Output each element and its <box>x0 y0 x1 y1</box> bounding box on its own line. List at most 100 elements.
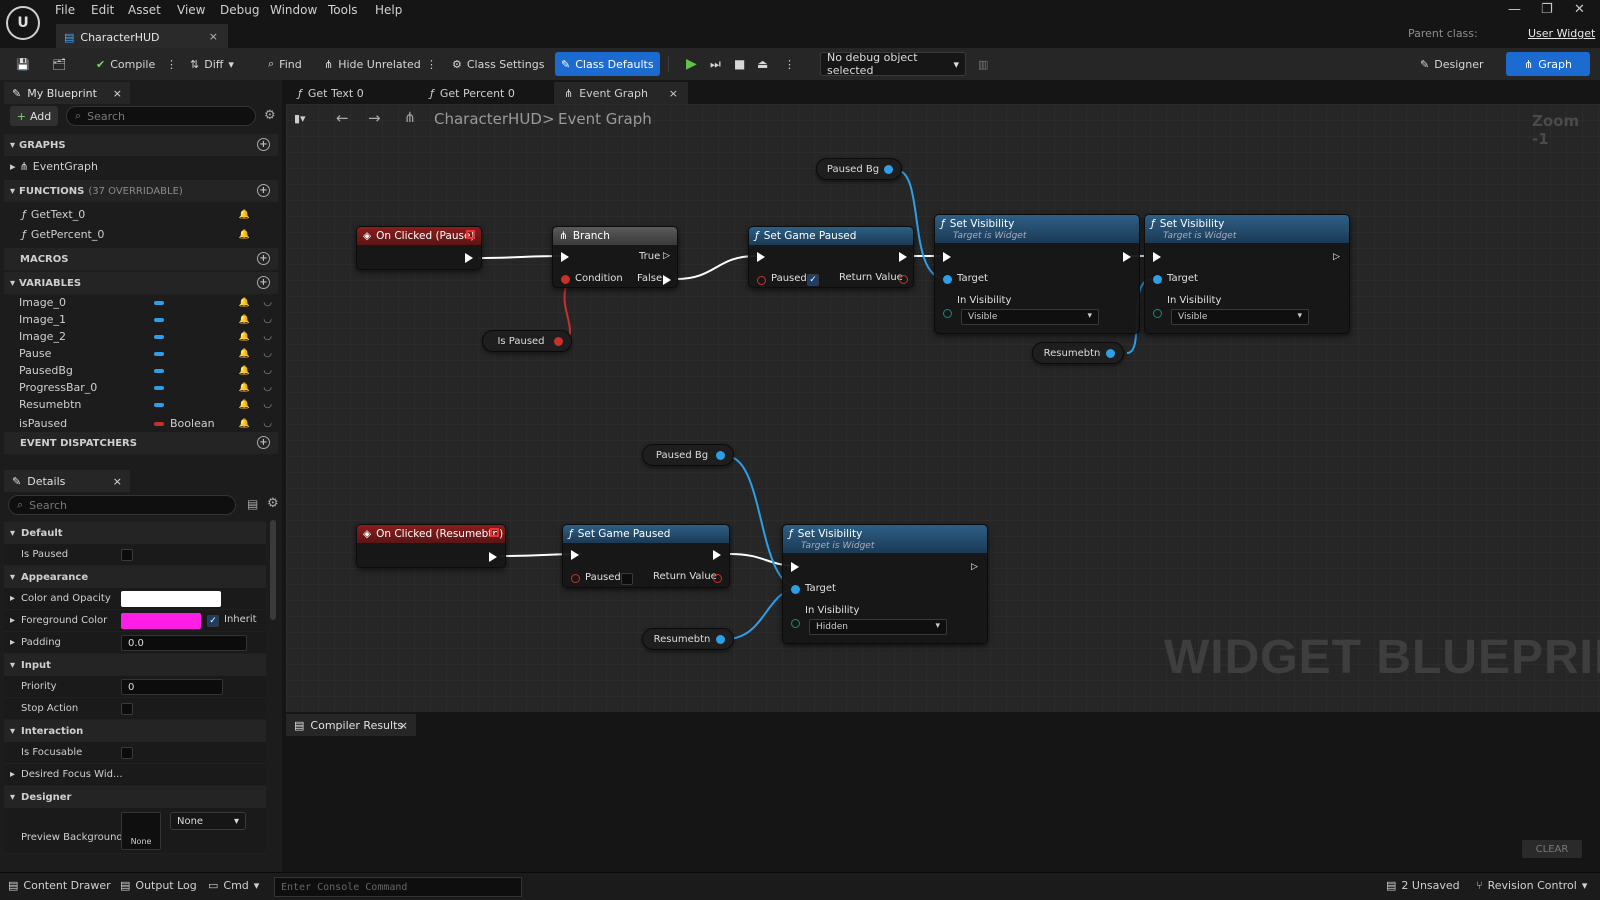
exec-output-true-pin[interactable]: ▷ <box>663 251 670 261</box>
add-macro-icon[interactable]: + <box>257 252 270 265</box>
eye-icon[interactable]: ◡ <box>263 418 272 429</box>
step-icon[interactable]: ⏭ <box>710 56 721 71</box>
exec-output-pin[interactable] <box>899 252 907 262</box>
exec-input-pin[interactable] <box>757 252 765 262</box>
stop-icon[interactable]: ■ <box>734 57 746 71</box>
object-pin[interactable] <box>1106 349 1115 358</box>
eye-icon[interactable]: ◡ <box>263 382 272 393</box>
content-drawer-button[interactable]: ▤ Content Drawer <box>8 879 111 892</box>
target-pin[interactable] <box>1153 275 1162 284</box>
play-options-icon[interactable]: ⋮ <box>784 57 795 71</box>
variable-item[interactable]: PausedBg 🔔 ◡ <box>19 364 272 377</box>
add-function-icon[interactable]: + <box>257 184 270 197</box>
variable-item[interactable]: Image_2 🔔 ◡ <box>19 330 272 343</box>
is-paused-checkbox[interactable] <box>121 549 133 561</box>
compiler-results-tab[interactable]: ▤ Compiler Results × <box>286 714 416 736</box>
unreal-logo-icon[interactable]: U <box>6 6 40 40</box>
in-visibility-dropdown[interactable]: Visible ▾ <box>1171 309 1309 325</box>
in-visibility-pin[interactable] <box>1153 309 1162 318</box>
foreground-color-swatch[interactable] <box>121 613 201 629</box>
close-window-icon[interactable]: ✕ <box>1574 2 1585 17</box>
set-visibility-node-3[interactable]: ƒ Set Visibility Target is Widget ▷ Targ… <box>782 524 988 644</box>
menu-file[interactable]: File <box>55 3 76 17</box>
bookmark-icon[interactable]: ▮▾ <box>294 112 306 125</box>
paused-bg-getter-node[interactable]: Paused Bg <box>642 444 734 466</box>
in-visibility-dropdown[interactable]: Visible ▾ <box>961 309 1099 325</box>
revision-control-button[interactable]: ⑂ Revision Control ▾ <box>1476 879 1588 892</box>
exec-output-pin[interactable] <box>713 550 721 560</box>
class-defaults-button[interactable]: ✎ Class Defaults <box>555 52 660 76</box>
minimize-icon[interactable]: — <box>1508 2 1521 17</box>
forward-arrow-icon[interactable]: → <box>368 109 381 127</box>
exec-output-pin[interactable] <box>465 253 473 263</box>
function-item[interactable]: ƒ GetPercent_0 🔔 <box>22 228 250 241</box>
graph-item-eventgraph[interactable]: ▸ ⋔ EventGraph <box>10 160 99 173</box>
debug-filter-icon[interactable]: ▥ <box>978 57 989 71</box>
details-search-input[interactable]: ⌕ Search <box>8 495 236 515</box>
add-variable-icon[interactable]: + <box>257 276 270 289</box>
my-blueprint-tab[interactable]: ✎ My Blueprint × <box>4 82 130 104</box>
debug-object-dropdown[interactable]: No debug object selected ▾ <box>820 51 966 77</box>
resumebtn-getter-node[interactable]: Resumebtn <box>642 628 734 650</box>
function-item[interactable]: ƒ GetText_0 🔔 <box>22 208 250 221</box>
details-section-designer[interactable]: ▾ Designer <box>4 786 266 808</box>
exec-output-pin[interactable] <box>1123 252 1131 262</box>
eye-icon[interactable]: ◡ <box>263 399 272 410</box>
paused-pin[interactable] <box>757 276 766 285</box>
preview-background-dropdown[interactable]: None ▾ <box>170 812 246 830</box>
class-settings-button[interactable]: ⚙ Class Settings <box>452 57 545 71</box>
condition-pin[interactable] <box>561 275 570 284</box>
bool-pin[interactable] <box>554 337 563 346</box>
target-pin[interactable] <box>943 275 952 284</box>
output-log-button[interactable]: ▤ Output Log <box>120 879 197 892</box>
exec-input-pin[interactable] <box>571 550 579 560</box>
in-visibility-pin[interactable] <box>791 619 800 628</box>
padding-input[interactable]: 0.0 <box>121 635 247 651</box>
event-dispatchers-section[interactable]: EVENT DISPATCHERS + <box>4 432 278 454</box>
menu-edit[interactable]: Edit <box>91 3 115 17</box>
set-visibility-node-1[interactable]: ƒ Set Visibility Target is Widget Target… <box>934 214 1140 334</box>
details-section-interaction[interactable]: ▾ Interaction <box>4 720 266 742</box>
clear-button[interactable]: CLEAR <box>1522 840 1582 858</box>
preview-background-swatch[interactable]: None <box>121 812 161 850</box>
add-graph-icon[interactable]: + <box>257 138 270 151</box>
object-pin[interactable] <box>716 451 725 460</box>
variables-section[interactable]: ▾ VARIABLES + <box>4 272 278 294</box>
paused-bg-getter-node[interactable]: Paused Bg <box>816 158 902 180</box>
details-section-default[interactable]: ▾ Default <box>4 522 266 544</box>
variable-item[interactable]: Pause 🔔 ◡ <box>19 347 272 360</box>
save-icon[interactable]: 💾 <box>16 57 30 71</box>
graph-button[interactable]: ⋔ Graph <box>1506 52 1590 76</box>
details-section-input[interactable]: ▾ Input <box>4 654 266 676</box>
diff-button[interactable]: ⇅ Diff ▾ <box>190 57 234 71</box>
exec-output-false-pin[interactable] <box>663 275 671 285</box>
designer-button[interactable]: ✎ Designer <box>1420 57 1484 71</box>
settings-gear-icon[interactable]: ⚙ <box>267 496 279 511</box>
return-value-pin[interactable] <box>899 275 908 284</box>
back-arrow-icon[interactable]: ← <box>336 109 349 127</box>
my-blueprint-search-input[interactable]: ⌕ Search <box>66 106 256 126</box>
object-pin[interactable] <box>884 165 893 174</box>
menu-help[interactable]: Help <box>375 3 403 17</box>
menu-window[interactable]: Window <box>270 3 318 17</box>
menu-tools[interactable]: Tools <box>328 3 358 17</box>
set-game-paused-node[interactable]: ƒ Set Game Paused Paused Return Value <box>562 524 730 588</box>
restore-icon[interactable]: ❐ <box>1541 2 1553 17</box>
variable-item[interactable]: Image_0 🔔 ◡ <box>19 296 272 309</box>
eye-icon[interactable]: ◡ <box>263 314 272 325</box>
resumebtn-getter-node[interactable]: Resumebtn <box>1032 342 1124 364</box>
document-tab-characterhud[interactable]: ▤ CharacterHUD × <box>56 24 228 48</box>
paused-pin[interactable] <box>571 574 580 583</box>
stop-action-checkbox[interactable] <box>121 703 133 715</box>
compile-options-icon[interactable]: ⋮ <box>166 57 177 71</box>
in-visibility-dropdown[interactable]: Hidden ▾ <box>809 619 947 635</box>
chevron-right-icon[interactable]: ▸ <box>10 615 16 626</box>
set-visibility-node-2[interactable]: ƒ Set Visibility Target is Widget ▷ Targ… <box>1144 214 1350 334</box>
is-paused-getter-node[interactable]: Is Paused <box>482 330 572 352</box>
exec-output-pin[interactable] <box>489 552 497 562</box>
delegate-pin-icon[interactable] <box>490 528 499 537</box>
is-focusable-checkbox[interactable] <box>121 747 133 759</box>
menu-view[interactable]: View <box>177 3 206 17</box>
table-view-icon[interactable]: ▤ <box>247 497 259 511</box>
close-icon[interactable]: × <box>208 30 218 43</box>
